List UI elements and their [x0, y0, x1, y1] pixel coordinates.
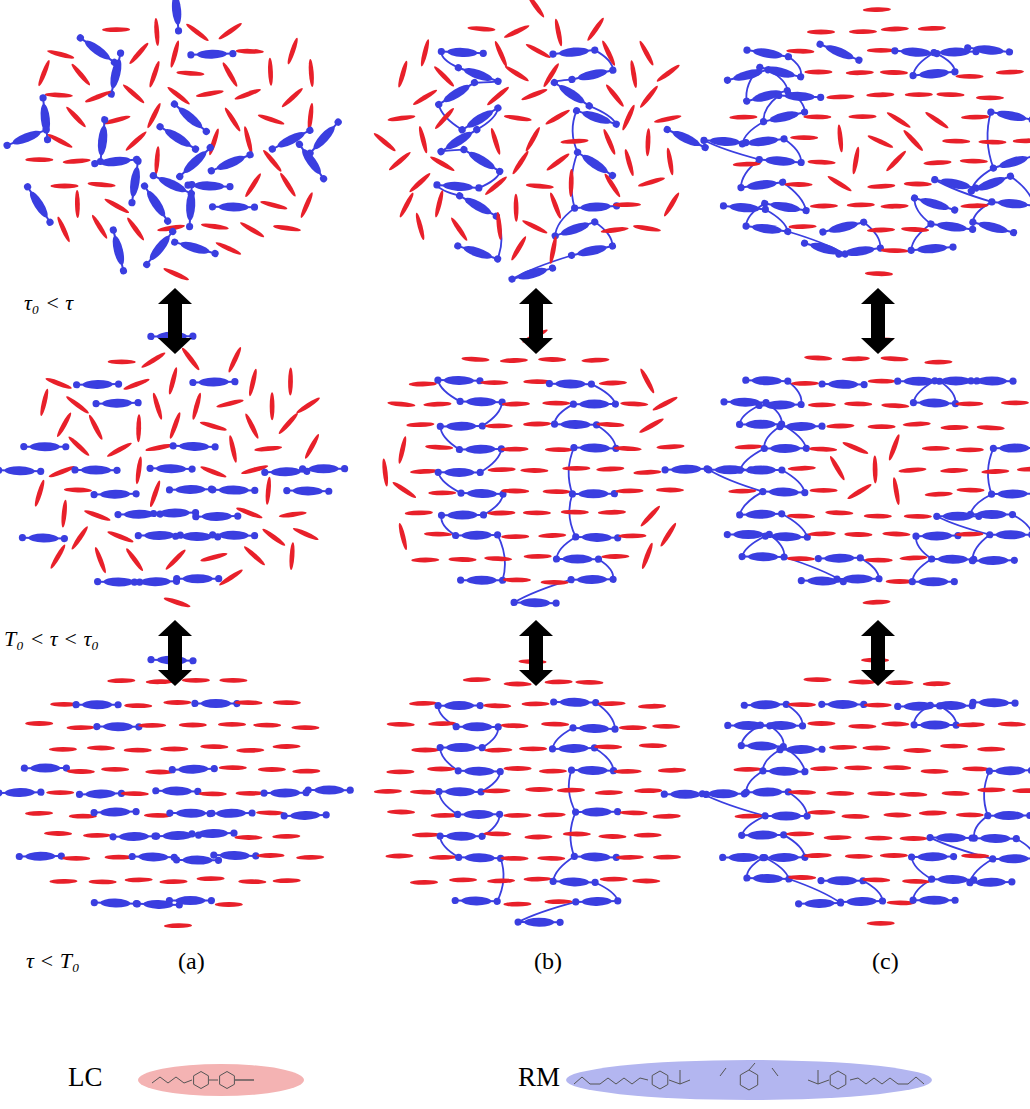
legend-swatch — [138, 1064, 304, 1096]
temperature-label-holder: τ₀ < τ — [24, 290, 73, 316]
temperature-label: τ₀ < τ — [24, 290, 73, 315]
panel-label-holder: (b) — [534, 948, 562, 975]
temperature-label-holder: T₀ < τ < τ₀ — [4, 626, 99, 652]
temperature-label: T₀ < τ < τ₀ — [4, 626, 99, 651]
molecule-structure — [566, 1060, 932, 1100]
temperature-label-holder: τ < T₀ — [26, 948, 80, 974]
legend-holder: LC — [68, 1062, 103, 1093]
molecule-structure — [138, 1064, 304, 1096]
temperature-label: τ < T₀ — [26, 948, 80, 973]
panel-label: (b) — [534, 948, 562, 974]
panel-label: (a) — [178, 948, 205, 974]
panel-label-holder: (c) — [872, 948, 899, 975]
legend-holder: RM — [518, 1062, 560, 1093]
legend-text: LC — [68, 1062, 103, 1092]
panel-label: (c) — [872, 948, 899, 974]
double-arrows — [158, 288, 895, 686]
legend-text: RM — [518, 1062, 560, 1092]
legend-swatch — [566, 1060, 932, 1100]
panel-label-holder: (a) — [178, 948, 205, 975]
